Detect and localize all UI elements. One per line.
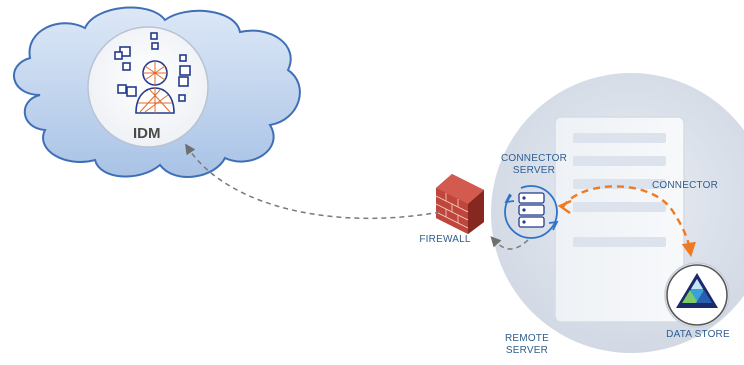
- remote-server-label-line2: SERVER: [505, 345, 549, 356]
- idm-node: [87, 26, 209, 148]
- connector-server-icon: [504, 185, 559, 239]
- connector-server-label-line2: SERVER: [512, 165, 556, 176]
- connector-server-label-line1: CONNECTOR: [500, 153, 568, 164]
- connector-link: [561, 185, 696, 258]
- firewall-label: FIREWALL: [419, 234, 471, 245]
- data-store-label: DATA STORE: [666, 329, 730, 340]
- remote-server-label-line1: REMOTE: [505, 333, 549, 344]
- connector-arrow-left: [557, 199, 572, 214]
- connector-server-label: CONNECTOR SERVER: [491, 153, 577, 177]
- connector-label: CONNECTOR: [651, 180, 719, 191]
- network-path: [185, 143, 529, 250]
- idm-label: IDM: [133, 125, 161, 142]
- remote-server-label: REMOTE SERVER: [492, 333, 562, 357]
- data-store-icon: [664, 262, 730, 328]
- firewall-brick-icon: [435, 174, 484, 234]
- server-tower-icon: [554, 116, 685, 323]
